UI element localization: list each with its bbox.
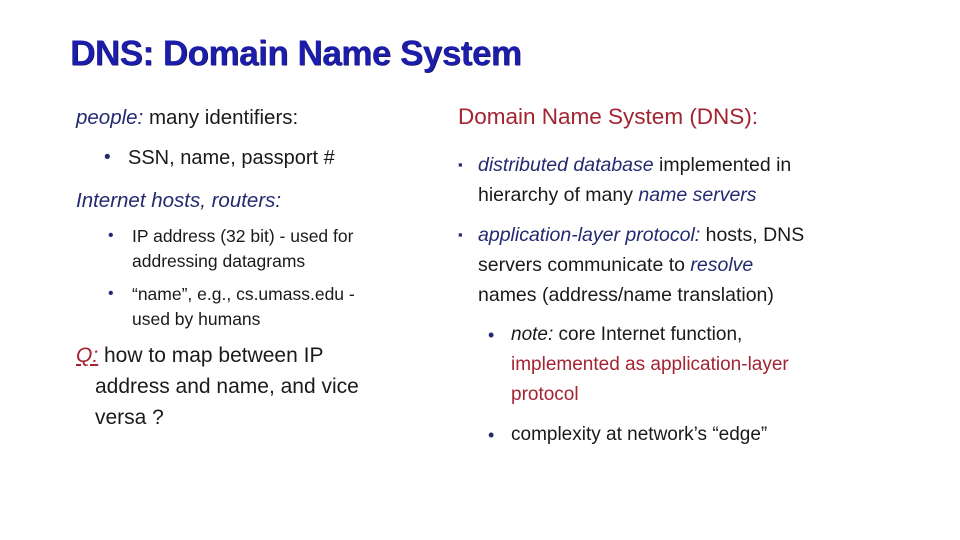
distributed-em: distributed database — [478, 154, 654, 176]
question-line1: Q: how to map between IP — [76, 340, 448, 371]
ip-bullet: • IP address (32 bit) - used for address… — [76, 224, 448, 273]
protocol-t2: servers communicate to — [478, 254, 691, 276]
people-lead: people: — [76, 106, 144, 129]
note-subbullet: • note: core Internet function, implemen… — [458, 320, 932, 410]
name-bullet-line2: used by humans — [132, 308, 261, 329]
ip-bullet-line1: IP address (32 bit) - used for — [132, 226, 354, 246]
protocol-bullet: ▪ application-layer protocol: hosts, DNS… — [458, 220, 932, 310]
round-bullet-icon: • — [488, 425, 495, 445]
name-bullet-text: “name”, e.g., cs.umass.edu - used by hum… — [132, 282, 355, 331]
protocol-t3: names (address/name translation) — [478, 284, 774, 306]
note-subbullet-text: note: core Internet function, implemente… — [511, 320, 789, 410]
resolve-em: resolve — [690, 254, 754, 276]
distributed-t1: implemented in — [653, 154, 792, 176]
round-bullet-icon: • — [108, 285, 114, 302]
note-em: note: — [511, 324, 554, 345]
round-bullet-icon: • — [104, 147, 111, 168]
dns-heading: Domain Name System (DNS): — [458, 104, 759, 129]
square-bullet-icon: ▪ — [458, 227, 463, 242]
name-servers-em: name servers — [638, 184, 757, 206]
hosts-heading: Internet hosts, routers: — [76, 189, 282, 212]
question-block: Q: how to map between IP address and nam… — [76, 340, 448, 433]
square-bullet-icon: ▪ — [458, 157, 463, 172]
name-bullet: • “name”, e.g., cs.umass.edu - used by h… — [76, 282, 448, 331]
note-red-line1: implemented as application-layer — [511, 354, 789, 375]
name-bullet-line1: “name”, e.g., cs.umass.edu - — [132, 284, 355, 304]
q-label: Q: — [76, 344, 99, 367]
people-rest: many identifiers: — [143, 106, 299, 129]
question-line2: address and name, and vice — [95, 375, 359, 398]
ip-bullet-text: IP address (32 bit) - used for addressin… — [132, 224, 353, 273]
question-line3: versa ? — [95, 406, 164, 429]
question-line1-text: how to map between IP — [98, 344, 324, 367]
round-bullet-icon: • — [108, 227, 114, 244]
protocol-t1: hosts, DNS — [700, 224, 805, 246]
right-column: Domain Name System (DNS): ▪ distributed … — [458, 102, 932, 460]
distributed-bullet: ▪ distributed database implemented in hi… — [458, 150, 932, 210]
ip-bullet-line2: addressing datagrams — [132, 250, 306, 271]
note-t1: core Internet function, — [553, 324, 743, 345]
slide-title: DNS: Domain Name System — [70, 34, 522, 73]
left-column: people: many identifiers: • SSN, name, p… — [76, 104, 448, 433]
note-red-line2: protocol — [511, 384, 579, 405]
complexity-text: complexity at network’s “edge” — [511, 424, 768, 445]
ssn-bullet-text: SSN, name, passport # — [128, 147, 335, 169]
complexity-subbullet: • complexity at network’s “edge” — [458, 420, 932, 450]
protocol-bullet-text: application-layer protocol: hosts, DNS s… — [478, 220, 804, 310]
protocol-em: application-layer protocol: — [478, 224, 701, 246]
distributed-t2: hierarchy of many — [478, 184, 639, 206]
round-bullet-icon: • — [488, 325, 495, 345]
people-heading: people: many identifiers: — [76, 104, 448, 132]
distributed-bullet-text: distributed database implemented in hier… — [478, 150, 791, 210]
ssn-bullet: • SSN, name, passport # — [76, 144, 448, 172]
